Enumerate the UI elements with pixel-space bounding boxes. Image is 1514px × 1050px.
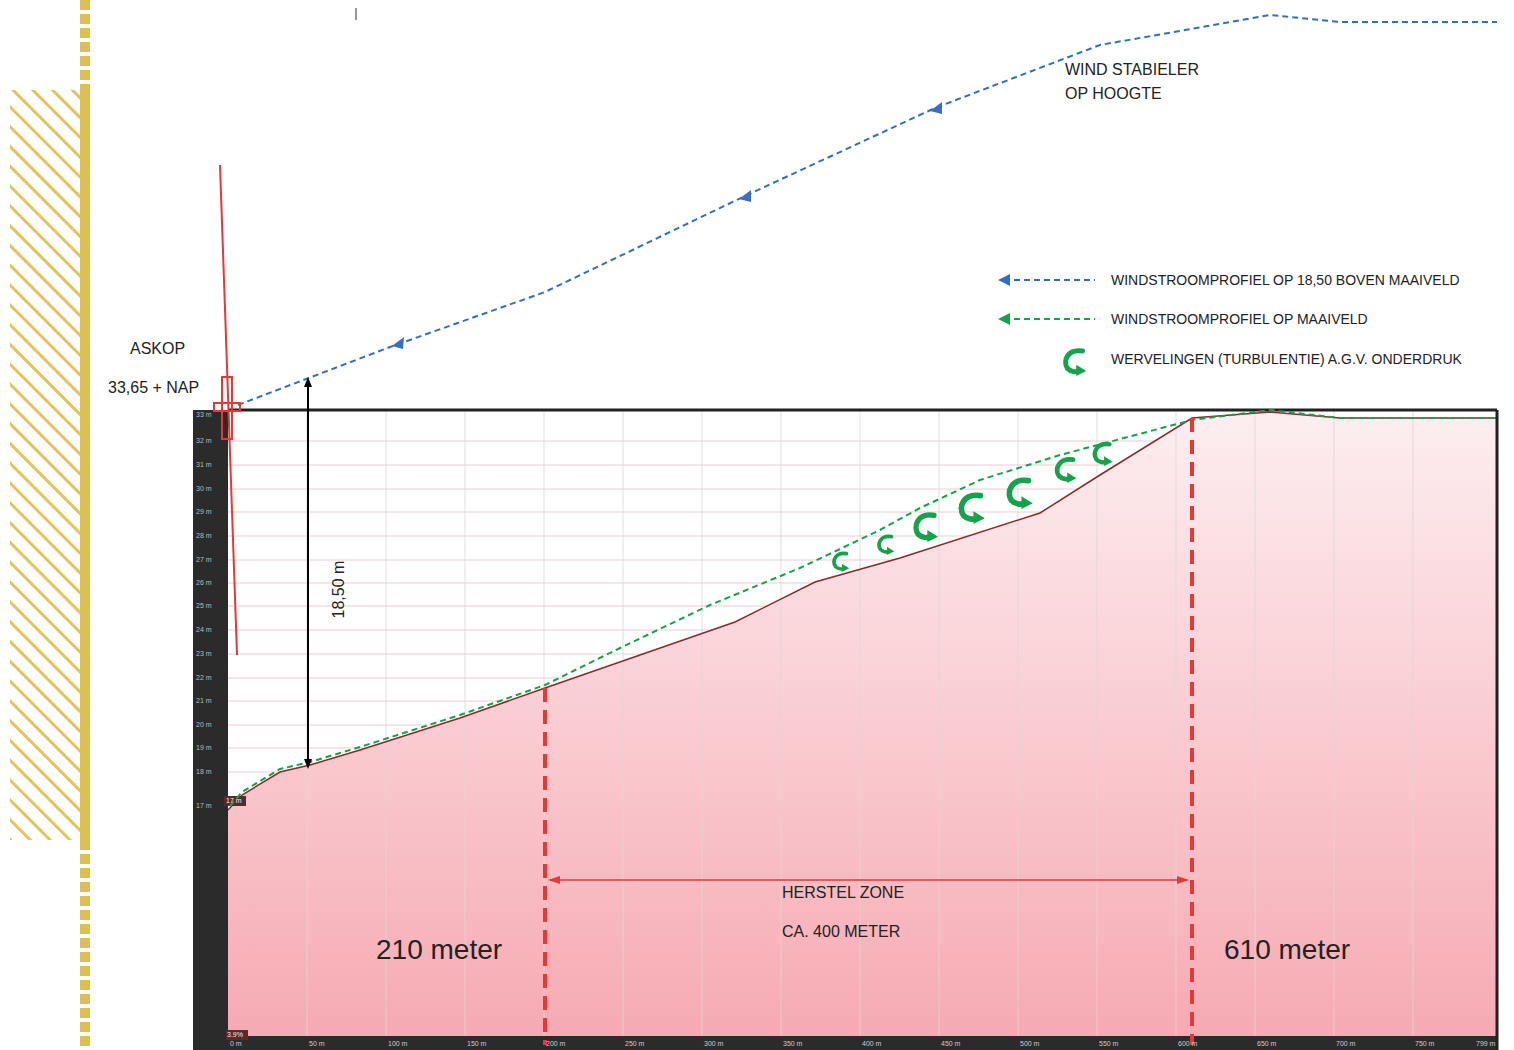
axis-tick-label: 750 m [1415,1040,1434,1048]
axis-tick-label: 0 m [230,1040,242,1048]
axis-tick-label: 32 m [196,437,212,445]
note-text: WIND STABIELER OP HOOGTE [1065,58,1225,106]
axis-tick-label: 300 m [704,1040,723,1048]
height-label: 33,65 + NAP [108,378,199,397]
distance-label: 210 meter [376,933,502,967]
part-name: ASKOP [130,339,185,358]
axis-tick-label: 200 m [546,1040,565,1048]
distance-label: 610 meter [1224,933,1350,967]
axis-tick-label: 31 m [196,461,212,469]
legend-text: WINDSTROOMPROFIEL OP MAAIVELD [1111,311,1368,328]
grade-label: 3.9% [227,1031,243,1039]
axis-tick-label: 650 m [1257,1040,1276,1048]
axis-tick-label: 23 m [196,650,212,658]
axis-tick-label: 28 m [196,532,212,540]
axis-tick-label: 100 m [388,1040,407,1048]
axis-tick-label: 25 m [196,602,212,610]
axis-tick-label: 18 m [196,768,212,776]
axis-tick-label: 500 m [1020,1040,1039,1048]
axis-tick-label: 17 m [196,802,212,810]
axis-tick-label: 21 m [196,697,212,705]
axis-tick-label: 22 m [196,674,212,682]
axis-tick-label: 250 m [625,1040,644,1048]
axis-tick-label: 19 m [196,744,212,752]
axis-tick-label: 799 m [1476,1040,1495,1048]
axis-tick-label: 350 m [783,1040,802,1048]
dimension-label: 18,50 m [329,561,348,619]
axis-tick-label: 24 m [196,626,212,634]
legend-text: WINDSTROOMPROFIEL OP 18,50 BOVEN MAAIVEL… [1111,272,1460,289]
legend-text: WERVELINGEN (TURBULENTIE) A.G.V. ONDERDR… [1111,351,1462,368]
axis-tick-label: 700 m [1336,1040,1355,1048]
zone-label: HERSTEL ZONE [782,883,904,902]
axis-tick-label: 600 m [1178,1040,1197,1048]
zone-length: CA. 400 METER [782,922,900,941]
axis-tick-label: 29 m [196,508,212,516]
axis-tick-label: 17 m [226,797,242,805]
axis-tick-label: 50 m [309,1040,325,1048]
axis-tick-label: 550 m [1099,1040,1118,1048]
axis-tick-label: 30 m [196,485,212,493]
axis-tick-label: 20 m [196,721,212,729]
axis-tick-label: 400 m [862,1040,881,1048]
axis-tick-label: 27 m [196,556,212,564]
axis-tick-label: 33 m [196,411,212,419]
axis-tick-label: 26 m [196,579,212,587]
axis-tick-label: 450 m [941,1040,960,1048]
axis-tick-label: 150 m [467,1040,486,1048]
